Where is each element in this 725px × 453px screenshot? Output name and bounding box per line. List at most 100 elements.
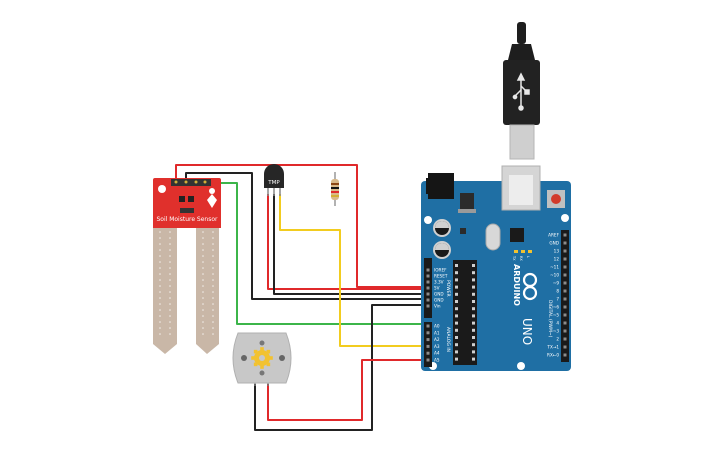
ic-pin: [472, 321, 475, 325]
header-pin-33v[interactable]: [426, 280, 430, 284]
probe-dot: [212, 315, 214, 317]
header-pin-gnd[interactable]: [426, 292, 430, 296]
ic-pin: [472, 300, 475, 303]
ic-pin: [455, 314, 458, 318]
wire-tmp-vcc[interactable]: [267, 194, 431, 290]
gear-tooth: [253, 349, 258, 354]
led-label: L: [526, 256, 530, 258]
header-pin-3[interactable]: [563, 329, 567, 333]
pin-label: GND: [549, 241, 559, 246]
probe-dot: [159, 279, 161, 281]
header-pin-11[interactable]: [563, 265, 567, 269]
header-pin-8[interactable]: [563, 289, 567, 293]
gear-icon: [251, 347, 273, 369]
sensor-board: [153, 178, 221, 226]
usb-icon: [512, 72, 530, 111]
header-pin-aref[interactable]: [563, 233, 567, 237]
temperature-sensor[interactable]: TMP: [264, 164, 284, 196]
header-pin-a1[interactable]: [426, 331, 430, 335]
header-pin-13[interactable]: [563, 249, 567, 253]
header-pin-a5[interactable]: [426, 358, 430, 362]
sensor-pin-gnd[interactable]: [184, 180, 188, 184]
led-label: TX: [512, 255, 516, 261]
wire-soil-signal[interactable]: [205, 182, 431, 325]
ic-pin: [472, 264, 475, 267]
probe-dot: [212, 291, 214, 293]
header-pin-a4[interactable]: [426, 351, 430, 355]
usb-metal-plug-outline: [509, 124, 535, 160]
ic-pin: [472, 336, 475, 339]
probe-dot: [169, 249, 171, 251]
pin-label: GND: [434, 292, 444, 297]
reset-button-cap[interactable]: [551, 194, 561, 204]
led-l: [528, 250, 532, 253]
gear-tooth: [266, 362, 271, 367]
probe-dot: [159, 261, 161, 263]
header-pin-6[interactable]: [563, 305, 567, 309]
header-pin-2[interactable]: [563, 337, 567, 341]
analog-header-title: ANALOG IN: [445, 327, 451, 352]
wire-tmp-signal[interactable]: [279, 194, 431, 347]
header-pin-a0[interactable]: [426, 324, 430, 328]
crystal-oscillator: [485, 223, 501, 251]
arduino-dc-jack[interactable]: [428, 173, 454, 199]
ic-pin: [455, 328, 458, 332]
pin-label: ~6: [553, 305, 560, 310]
wire-tmp-gnd[interactable]: [273, 194, 431, 295]
wire-motor-pwr[interactable]: [267, 359, 431, 421]
header-pin-ioref[interactable]: [426, 268, 430, 272]
header-pin-10[interactable]: [563, 273, 567, 277]
pin-label: 5V: [434, 286, 440, 291]
resistor[interactable]: [331, 172, 339, 206]
sensor-pin-vcc[interactable]: [174, 180, 178, 184]
probe-dot: [202, 231, 204, 233]
header-pin-5[interactable]: [563, 313, 567, 317]
header-pin-gnd[interactable]: [426, 298, 430, 302]
sensor-pin-nc[interactable]: [194, 180, 198, 184]
probe-dot: [169, 303, 171, 305]
header-pin-7[interactable]: [563, 297, 567, 301]
ic-pin: [472, 357, 475, 361]
wire-soil-vcc[interactable]: [175, 164, 431, 288]
sensor-probe-right: [196, 224, 219, 354]
header-pin-gnd[interactable]: [563, 241, 567, 245]
usb-cable[interactable]: [503, 22, 540, 160]
header-pin-5v[interactable]: [426, 286, 430, 290]
pin-label: RX←0: [547, 353, 559, 358]
ic-pin: [455, 336, 458, 339]
header-pin-reset[interactable]: [426, 274, 430, 278]
header-pin-9[interactable]: [563, 281, 567, 285]
header-pin-a3[interactable]: [426, 344, 430, 348]
header-pin-vin[interactable]: [426, 304, 430, 308]
wire-motor-gnd[interactable]: [254, 304, 431, 431]
header-pin-tx1[interactable]: [563, 345, 567, 349]
pin-label: IOREF: [434, 268, 447, 273]
wire-soil-gnd[interactable]: [185, 172, 431, 300]
tmp-label: TMP: [267, 180, 280, 186]
probe-dot: [169, 231, 171, 233]
sensor-chip: [188, 196, 194, 202]
arduino-mount-hole: [561, 214, 569, 222]
sensor-pin-sig[interactable]: [203, 180, 207, 184]
arduino-model-label: UNO: [520, 318, 534, 345]
probe-dot: [159, 297, 161, 299]
voltage-regulator-tab: [458, 209, 476, 213]
dc-motor[interactable]: [232, 332, 292, 386]
pin-label: 4: [556, 321, 559, 326]
header-pin-4[interactable]: [563, 321, 567, 325]
header-pin-rx0[interactable]: [563, 353, 567, 357]
header-pin-12[interactable]: [563, 257, 567, 261]
probe-dot: [169, 291, 171, 293]
header-pin-a2[interactable]: [426, 338, 430, 342]
probe-dot: [169, 273, 171, 275]
soil-moisture-sensor[interactable]: Soil Moisture Sensor: [153, 178, 221, 354]
pin-label: 2: [556, 337, 559, 342]
usb-cable-strain: [517, 22, 526, 44]
probe-dot: [202, 273, 204, 275]
arduino-logo-text: ARDUINO: [512, 264, 521, 306]
pin-label: A1: [434, 330, 440, 335]
